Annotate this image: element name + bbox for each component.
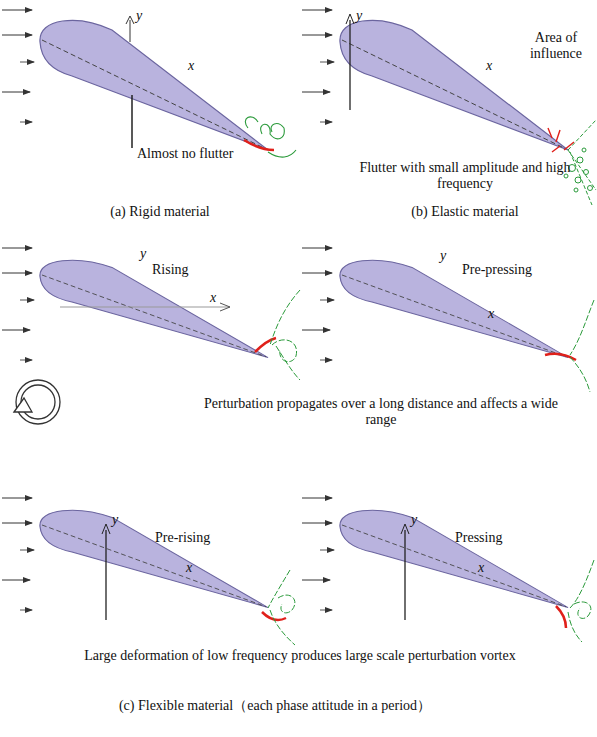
- note: Almost no flutter: [137, 146, 233, 162]
- phase-label: Rising: [152, 262, 189, 278]
- note: Flutter with small amplitude and high fr…: [340, 160, 590, 192]
- axis-label: y: [356, 8, 362, 24]
- phase-label: Pre-pressing: [462, 262, 532, 278]
- axis-label: x: [478, 560, 484, 576]
- note: Large deformation of low frequency produ…: [80, 648, 520, 664]
- axis-label: x: [188, 58, 194, 74]
- axis-label: y: [411, 512, 417, 528]
- axis-label: x: [186, 560, 192, 576]
- axis-label: y: [440, 248, 446, 264]
- subcaption: (a) Rigid material: [70, 204, 250, 220]
- note: Area of influence: [520, 30, 592, 62]
- axis-label: y: [140, 246, 146, 262]
- note: Perturbation propagates over a long dist…: [196, 396, 566, 428]
- subcaption: (c) Flexible material（each phase attitud…: [5, 698, 545, 714]
- phase-label: Pre-rising: [155, 530, 210, 546]
- axis-label: x: [488, 306, 494, 322]
- phase-label: Pressing: [455, 530, 502, 546]
- subcaption: (b) Elastic material: [365, 204, 565, 220]
- axis-label: y: [112, 512, 118, 528]
- axis-label: x: [486, 58, 492, 74]
- axis-label: x: [210, 290, 216, 306]
- axis-label: y: [136, 8, 142, 24]
